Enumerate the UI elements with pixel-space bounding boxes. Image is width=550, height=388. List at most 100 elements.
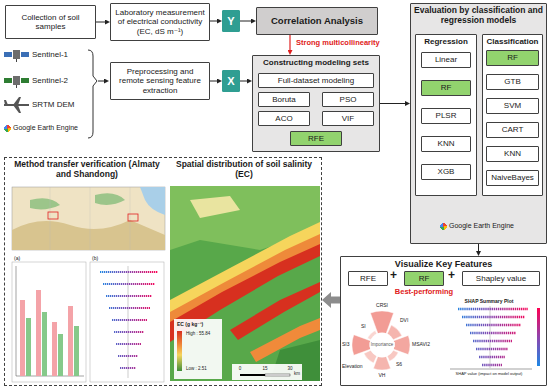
- box-label: Linear: [435, 55, 457, 64]
- box-label: Full-dataset modeling: [278, 76, 354, 85]
- satellite-icon: [4, 50, 29, 62]
- box-label: Collection of soil samples: [9, 13, 92, 31]
- method-box: RF: [404, 271, 444, 286]
- method-box: ACO: [258, 111, 310, 126]
- shap-summary-plot: [458, 308, 528, 310]
- legend-value: Low : 2.51: [186, 366, 207, 371]
- bar-chart: [12, 262, 86, 382]
- satellite-icon: [13, 50, 20, 59]
- salinity-map: [232, 364, 302, 380]
- flow-arrow: [240, 81, 247, 82]
- panel-title: Spatial distribution of soil salinity (E…: [169, 160, 319, 180]
- box-label: Boruta: [272, 95, 296, 104]
- study-area-map: [140, 187, 165, 215]
- box-label: GTB: [504, 77, 520, 86]
- group-panel: RFGTBSVMCARTKNNNaiveBayesClassification: [482, 34, 543, 196]
- salinity-map: [170, 186, 320, 381]
- feature-label: S6: [396, 362, 402, 368]
- bar-chart: [68, 306, 73, 376]
- model-box: SVM: [486, 98, 539, 114]
- group-panel: LinearRFPLSRKNNXGBRegressionRFGTBSVMCART…: [410, 3, 547, 244]
- process-box: Laboratory measurement of electrical con…: [110, 3, 210, 41]
- box-label: NaiveBayes: [491, 173, 534, 182]
- chart-label: Importance: [370, 342, 395, 347]
- satellite-icon: [4, 78, 12, 83]
- flow-arrow: [210, 21, 217, 22]
- salinity-map: [190, 196, 240, 218]
- group-panel: LinearRFPLSRKNNXGBRegression: [415, 34, 477, 196]
- importance-rose-chart: [352, 311, 410, 370]
- legend-value: High : 55.84: [186, 331, 210, 336]
- process-box: Preprocessing and remote sensing feature…: [110, 62, 210, 100]
- panel-letter: (b): [92, 256, 98, 262]
- platform-logo-label: Google Earth Engine: [4, 124, 78, 132]
- satellite-icon: [16, 85, 17, 88]
- salinity-map: [174, 319, 222, 379]
- study-area-map: [30, 198, 60, 209]
- satellite-icon: [4, 76, 29, 88]
- salinity-map: [177, 331, 182, 371]
- box-label: KNN: [438, 139, 455, 148]
- study-area-map: [12, 187, 165, 250]
- salinity-map: [170, 186, 320, 381]
- box-label: Correlation Analysis: [271, 16, 363, 27]
- shap-summary-plot: [450, 369, 532, 370]
- satellite-icon: [4, 52, 12, 57]
- method-box: Boruta: [258, 92, 310, 107]
- box-label: Shapley value: [476, 274, 526, 283]
- satellite-icon: [16, 59, 17, 62]
- box-label: PSO: [340, 95, 357, 104]
- box-label: SVM: [504, 101, 521, 110]
- feature-label: SI: [361, 324, 366, 330]
- flow-arrow: [380, 103, 405, 104]
- shap-summary-plot: [490, 306, 491, 368]
- box-label: CART: [502, 125, 524, 134]
- shap-beeswarm-chart: [118, 355, 138, 357]
- salinity-map: [240, 374, 265, 376]
- flow-arrow: [240, 21, 251, 22]
- study-area-map: [50, 187, 51, 250]
- group-panel: Full-dataset modelingBorutaPSOACOVIFRFEC…: [252, 55, 380, 152]
- box-label: RF: [419, 274, 430, 283]
- chart-title: SHAP Summary Plot: [465, 299, 514, 305]
- group-panel: RFE RF Shapley value Visualize Key Features: [340, 256, 547, 386]
- airplane-icon: [4, 100, 8, 105]
- box-label: KNN: [504, 149, 521, 158]
- shap-beeswarm-chart: [112, 319, 147, 321]
- bar-chart: [12, 262, 86, 382]
- feature-label: CRSI: [376, 303, 388, 309]
- shap-summary-plot: [479, 356, 505, 358]
- flow-arrow: [96, 22, 105, 23]
- box-label: RFE: [360, 274, 376, 283]
- importance-rose-chart: [370, 333, 395, 358]
- model-box: Linear: [421, 52, 471, 68]
- bar-chart: [42, 312, 47, 376]
- study-area-map: [12, 187, 165, 250]
- variable-box: Y: [222, 10, 240, 32]
- method-box: Shapley value: [462, 271, 540, 286]
- model-box: GTB: [486, 74, 539, 90]
- shap-summary-plot: [482, 364, 502, 366]
- salinity-map: [265, 374, 290, 376]
- block-arrow: [331, 297, 340, 304]
- shap-summary-plot: [473, 340, 512, 342]
- bar-chart: [58, 334, 63, 376]
- model-box: KNN: [486, 146, 539, 162]
- panel-title: Regression: [416, 35, 476, 46]
- study-area-map: [128, 214, 138, 221]
- feature-label: VH: [379, 373, 386, 379]
- airplane-icon: [4, 97, 29, 113]
- box-label: VIF: [342, 114, 354, 123]
- edge-label: Strong multicollinearity: [295, 39, 381, 48]
- feature-label: MSAVI2: [412, 342, 430, 348]
- panel-title: Classification: [483, 35, 542, 46]
- shap-beeswarm-chart: [100, 271, 158, 273]
- box-label: PLSR: [436, 111, 457, 120]
- bar-chart: [36, 290, 41, 376]
- panel-title: Visualize Key Features: [341, 257, 546, 269]
- flow-arrow: [210, 81, 217, 82]
- shap-beeswarm-chart: [90, 262, 164, 382]
- model-box: CART: [486, 122, 539, 138]
- satellite-icon: [21, 52, 29, 57]
- scale-label: 0: [239, 366, 242, 371]
